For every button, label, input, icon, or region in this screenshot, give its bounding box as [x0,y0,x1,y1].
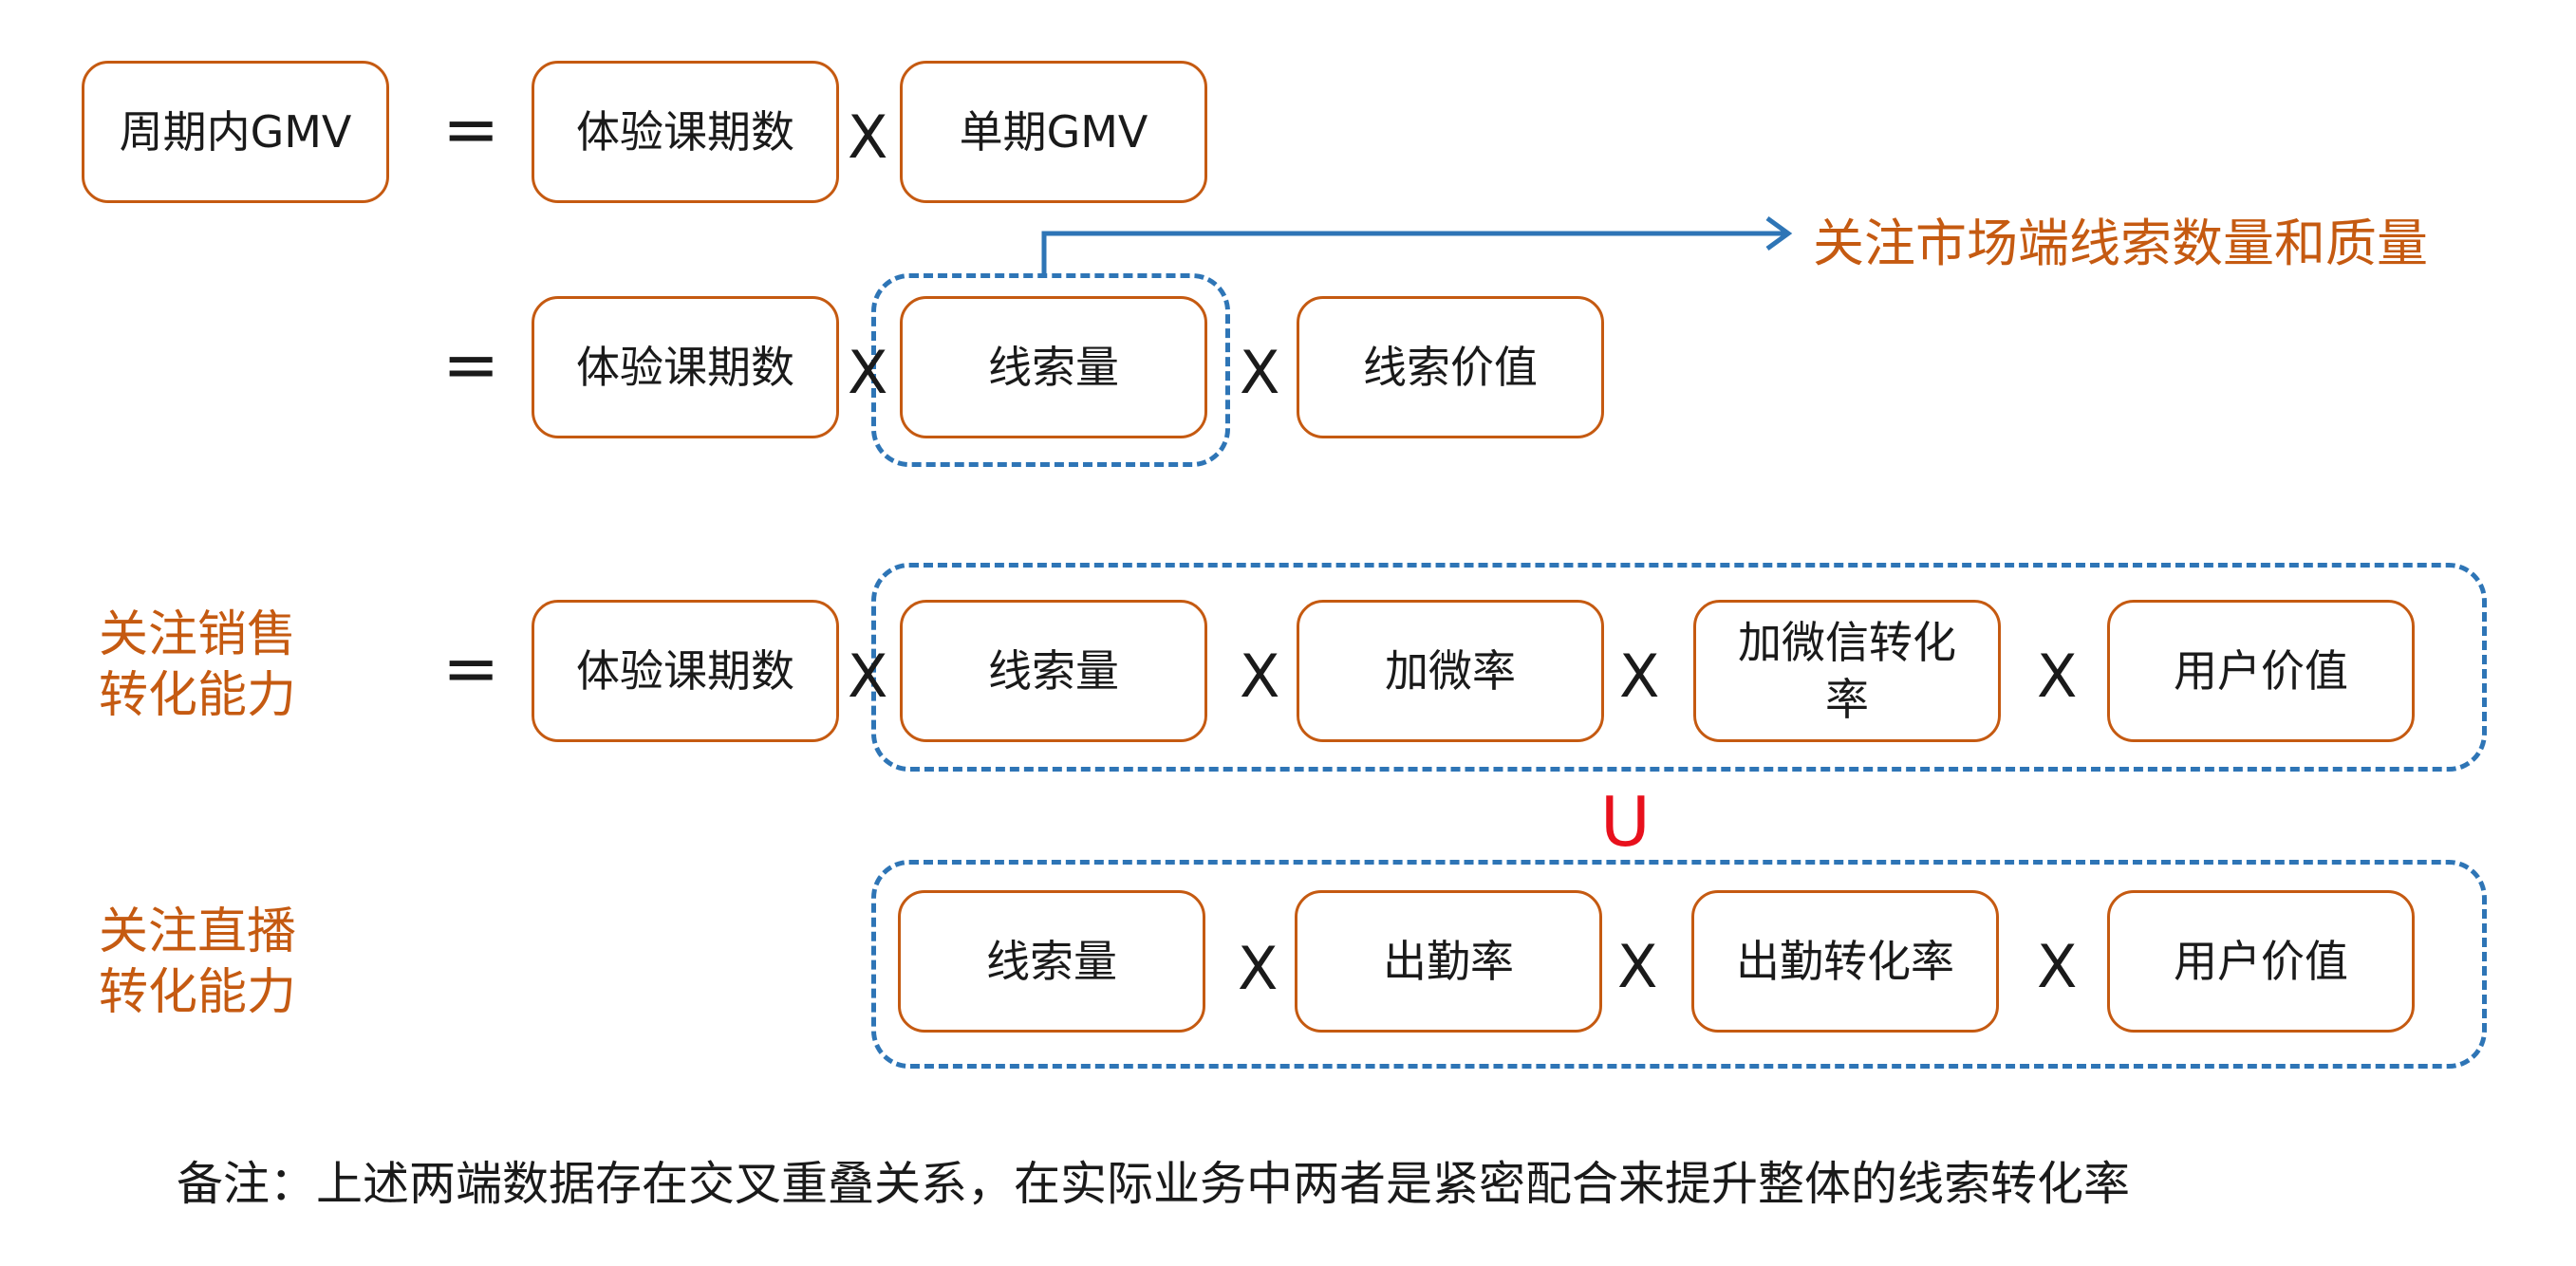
multiply-sign: X [848,338,888,407]
equals-sign: = [442,89,500,169]
sales-item-box: 线索量 [900,600,1207,742]
livestream-dashed-frame [871,860,2487,1069]
union-symbol: U [1600,782,1651,862]
multiply-sign: X [1240,642,1280,711]
sales-item-label: 用户价值 [2174,645,2348,697]
multiply-sign: X [1238,934,1279,1003]
lead-value-box: 线索价值 [1297,296,1604,438]
multiply-sign: X [1619,642,1660,711]
sales-item-box: 加微率 [1297,600,1604,742]
sales-item-box: 加微信转化 率 [1693,600,2001,742]
live-item-box: 出勤率 [1295,890,1602,1033]
footnote: 备注：上述两端数据存在交叉重叠关系，在实际业务中两者是紧密配合来提升整体的线索转… [177,1157,2131,1211]
sales-item-box: 用户价值 [2107,600,2415,742]
market-focus-label: 关注市场端线索数量和质量 [1813,214,2428,273]
leads-label: 线索量 [988,342,1119,393]
sales-item-label: 加微信转化 率 [1738,617,1956,725]
periods-label: 体验课期数 [576,106,794,158]
livestream-conversion-label: 关注直播 转化能力 [99,903,297,1021]
multiply-sign: X [2037,932,2078,1001]
periods-box: 体验课期数 [532,600,839,742]
single-gmv-label: 单期GMV [959,106,1148,158]
live-item-label: 出勤率 [1383,936,1514,987]
live-item-box: 用户价值 [2107,890,2415,1033]
periods-box: 体验课期数 [532,61,839,203]
lead-value-label: 线索价值 [1363,342,1538,393]
periods-box: 体验课期数 [532,296,839,438]
live-item-box: 出勤转化率 [1691,890,1999,1033]
multiply-sign: X [848,642,888,711]
single-gmv-box: 单期GMV [900,61,1207,203]
live-item-label: 出勤转化率 [1736,936,1954,987]
multiply-sign: X [2037,642,2078,711]
market-focus-dashed-frame [871,273,1230,467]
multiply-sign: X [848,102,888,172]
sales-dashed-frame [871,563,2487,772]
live-item-label: 线索量 [986,936,1117,987]
leads-box: 线索量 [900,296,1207,438]
gmv-label: 周期内GMV [119,106,352,158]
live-item-box: 线索量 [898,890,1205,1033]
equals-sign: = [442,325,500,404]
periods-label: 体验课期数 [576,342,794,393]
gmv-box: 周期内GMV [82,61,389,203]
periods-label: 体验课期数 [576,645,794,697]
multiply-sign: X [1240,338,1280,407]
multiply-sign: X [1617,932,1658,1001]
sales-conversion-label: 关注销售 转化能力 [99,606,297,724]
equals-sign: = [442,628,500,708]
sales-item-label: 加微率 [1385,645,1516,697]
live-item-label: 用户价值 [2174,936,2348,987]
sales-item-label: 线索量 [988,645,1119,697]
